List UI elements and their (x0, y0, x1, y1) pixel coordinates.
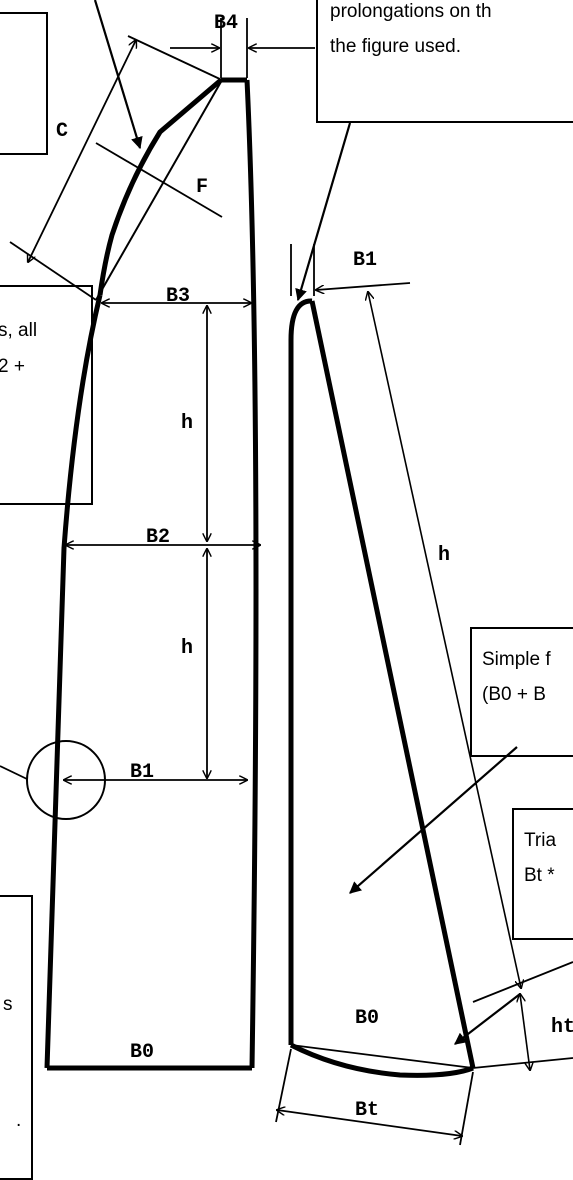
label-h-right: h (438, 544, 450, 567)
ht-dim-line (520, 994, 530, 1070)
right-sail-foot (289, 1042, 474, 1078)
pointer-arrow-right-top (295, 122, 352, 302)
note-left-mid-line2: 2 + (0, 356, 25, 377)
label-c: C (56, 120, 68, 143)
label-b1-left: B1 (130, 761, 154, 784)
left-sail-luff (44, 294, 103, 1069)
label-b0-right: B0 (355, 1007, 379, 1030)
f-dim-line (95, 142, 223, 218)
pointer-arrow-top (93, 0, 143, 150)
label-ht: ht (551, 1016, 573, 1039)
note-right-low-line2: Bt * (524, 865, 555, 886)
note-left-mid-line1: s, all (0, 320, 38, 341)
left-sail-outline (44, 77, 259, 1071)
c-dim-line (28, 40, 136, 262)
label-b2: B2 (146, 526, 170, 549)
label-f: F (196, 176, 208, 199)
note-box-top-right: prolongations on th the figure used. (316, 0, 573, 123)
note-left-bottom-line1: s (3, 994, 13, 1015)
ht-top-ext (472, 961, 573, 1003)
label-h-lower: h (181, 637, 193, 660)
label-b3: B3 (166, 285, 190, 308)
note-box-left-bottom: s . (0, 895, 33, 1180)
h-right-dim-line (368, 292, 521, 988)
label-b0-left: B0 (130, 1041, 154, 1064)
right-sail-luff (288, 298, 313, 1045)
label-h-upper: h (181, 412, 193, 435)
note-top-right-line2: the figure used. (330, 36, 461, 57)
right-sail-outline (288, 298, 476, 1078)
note-box-left-mid: s, all 2 + (0, 285, 93, 505)
left-sail-leech (244, 79, 259, 1069)
label-b1-right: B1 (353, 249, 377, 272)
note-top-right-line1: prolongations on th (330, 1, 492, 22)
bt-tick-right (459, 1071, 474, 1146)
label-b4: B4 (214, 12, 238, 35)
c-ext-top (127, 35, 223, 81)
b1-right-arrow (316, 282, 411, 290)
circle-pointer-line (0, 765, 28, 780)
ht-bottom-ext (472, 1057, 573, 1069)
label-bt: Bt (355, 1099, 379, 1122)
pointer-arrow-simple (349, 746, 518, 894)
c-ext-bottom (9, 241, 97, 301)
right-sail-leech (309, 300, 476, 1069)
pointer-arrow-triangle (454, 993, 521, 1045)
note-right-low-line1: Tria (524, 830, 557, 851)
note-left-bottom-line2: . (16, 1110, 22, 1131)
bt-dim-line (277, 1110, 462, 1136)
right-chord-line (290, 1044, 474, 1069)
